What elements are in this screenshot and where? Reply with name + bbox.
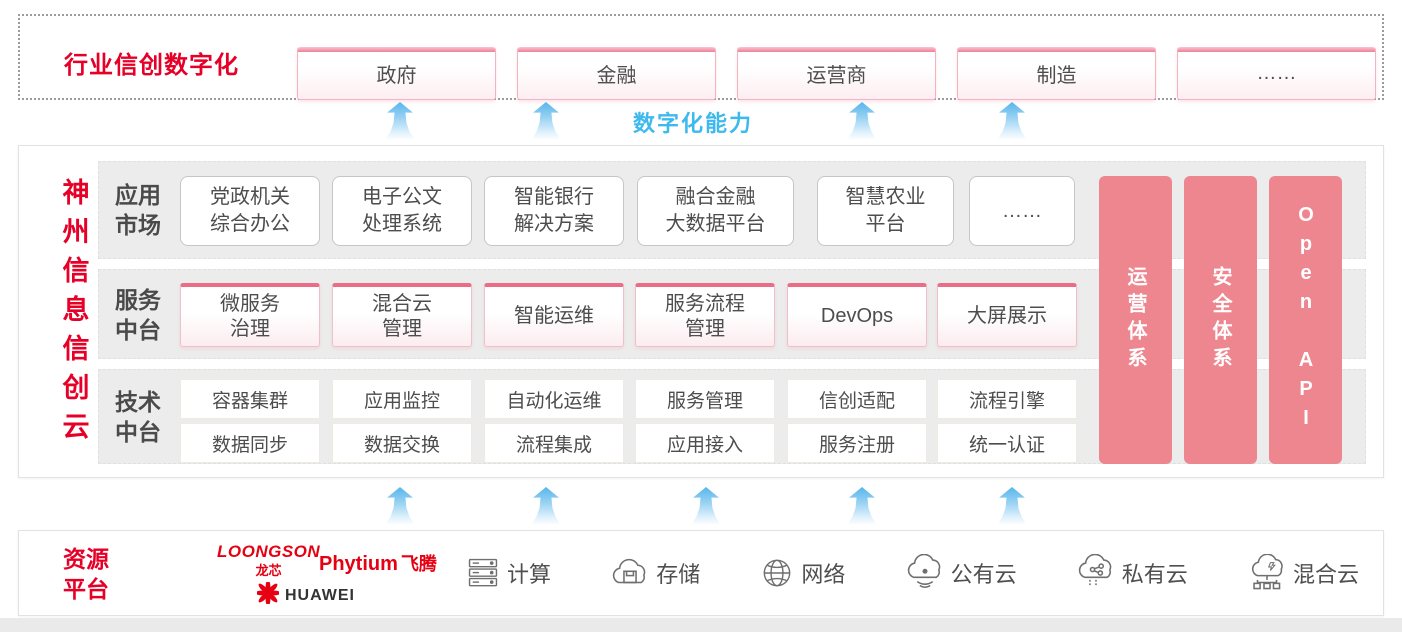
huawei-logo: HUAWEI xyxy=(255,580,355,609)
resource-item-network: 网络 xyxy=(758,554,845,592)
service-box: 微服务 治理 xyxy=(180,283,320,347)
row-service-platform-boxes: 微服务 治理 混合云 管理 智能运维 服务流程 管理 DevOps 大屏展示 xyxy=(180,283,1077,347)
app-box: 智能银行 解决方案 xyxy=(484,176,624,246)
service-box: DevOps xyxy=(787,283,927,347)
huawei-flower-icon xyxy=(255,580,281,609)
xinchuang-cloud-panel: 神州信息信创云 应用 市场 党政机关 综合办公 电子公文 处理系统 智能银行 解… xyxy=(18,145,1384,478)
tech-box: 数据同步 xyxy=(180,423,320,463)
up-arrow-icon xyxy=(691,487,721,525)
up-arrow-icon xyxy=(997,102,1027,140)
industry-label: 制造 xyxy=(1036,64,1077,87)
industry-box-government: 政府 xyxy=(297,47,496,100)
tech-box: 流程引擎 xyxy=(937,379,1077,419)
tech-box: 信创适配 xyxy=(787,379,927,419)
industry-banner-title: 行业信创数字化 xyxy=(64,52,239,79)
industry-label: 金融 xyxy=(596,64,637,87)
row-app-market-label: 应用 市场 xyxy=(115,182,161,238)
sidebar-security-system: 安全体系 xyxy=(1184,176,1257,464)
storage-icon xyxy=(609,554,651,592)
tech-box: 容器集群 xyxy=(180,379,320,419)
loongson-logo-cn: 龙芯 xyxy=(255,563,282,578)
industry-label: 政府 xyxy=(376,64,417,87)
industry-box-more: …… xyxy=(1177,47,1376,100)
tech-box: 服务管理 xyxy=(635,379,775,419)
bottom-strip xyxy=(0,618,1402,632)
network-icon xyxy=(758,554,796,592)
resource-item-storage: 存储 xyxy=(609,554,700,592)
industry-label: 运营商 xyxy=(806,64,867,87)
resource-item-private-cloud: 私有云 xyxy=(1075,554,1188,592)
sidebar-operation-system: 运营体系 xyxy=(1099,176,1172,464)
up-arrow-icon xyxy=(531,487,561,525)
service-box: 智能运维 xyxy=(484,283,624,347)
up-arrow-icon xyxy=(847,102,877,140)
resource-item-public-cloud: 公有云 xyxy=(904,554,1017,592)
resource-platform-label: 资源 平台 xyxy=(63,546,109,602)
private-cloud-icon xyxy=(1075,554,1117,592)
up-arrow-icon xyxy=(385,102,415,140)
hybrid-cloud-icon xyxy=(1246,554,1288,592)
resource-item-label: 混合云 xyxy=(1292,562,1359,587)
resource-platform-panel: 资源 平台 LOONGSON 龙芯 Phytium 飞腾 xyxy=(18,530,1384,616)
tech-box: 流程集成 xyxy=(484,423,624,463)
industry-box-operator: 运营商 xyxy=(737,47,936,100)
industry-banner: 行业信创数字化 政府 金融 运营商 制造 …… xyxy=(18,14,1384,100)
app-box: 智慧农业 平台 xyxy=(817,176,954,246)
resource-item-label: 计算 xyxy=(507,562,552,587)
up-arrow-icon xyxy=(847,487,877,525)
row-service-platform: 服务 中台 微服务 治理 混合云 管理 智能运维 服务流程 管理 DevOps … xyxy=(98,269,1366,359)
loongson-logo-text: LOONGSON xyxy=(217,542,321,561)
tech-box: 数据交换 xyxy=(332,423,472,463)
up-arrow-icon xyxy=(997,487,1027,525)
service-box: 大屏展示 xyxy=(937,283,1077,347)
resource-items: 计算 存储 xyxy=(464,531,1359,615)
row-tech-platform: 技术 中台 容器集群 应用监控 自动化运维 服务管理 信创适配 流程引擎 数据同… xyxy=(98,369,1366,464)
phytium-logo: Phytium 飞腾 xyxy=(319,550,437,576)
tech-box: 应用接入 xyxy=(635,423,775,463)
industry-box-finance: 金融 xyxy=(517,47,716,100)
sidebar-open-api: Open API xyxy=(1269,176,1342,464)
huawei-logo-text: HUAWEI xyxy=(285,586,355,604)
digital-capability-label: 数字化能力 xyxy=(633,111,754,136)
app-box: 党政机关 综合办公 xyxy=(180,176,320,246)
up-arrow-icon xyxy=(531,102,561,140)
public-cloud-icon xyxy=(904,554,946,592)
up-arrow-icon xyxy=(385,487,415,525)
row-tech-platform-label: 技术 中台 xyxy=(115,389,161,445)
resource-item-compute: 计算 xyxy=(464,554,551,592)
resource-item-label: 网络 xyxy=(801,562,846,587)
row-service-platform-label: 服务 中台 xyxy=(115,287,161,343)
phytium-logo-cn: 飞腾 xyxy=(400,554,437,574)
loongson-logo: LOONGSON 龙芯 xyxy=(217,542,320,579)
industry-label: …… xyxy=(1256,61,1297,84)
industry-box-manufacturing: 制造 xyxy=(957,47,1156,100)
tech-box: 自动化运维 xyxy=(484,379,624,419)
tech-box: 应用监控 xyxy=(332,379,472,419)
row-tech-platform-boxes-top: 容器集群 应用监控 自动化运维 服务管理 信创适配 流程引擎 xyxy=(180,379,1077,419)
resource-item-label: 私有云 xyxy=(1121,562,1188,587)
compute-icon xyxy=(464,554,502,592)
tech-box: 服务注册 xyxy=(787,423,927,463)
app-box: 融合金融 大数据平台 xyxy=(637,176,794,246)
row-tech-platform-boxes-bottom: 数据同步 数据交换 流程集成 应用接入 服务注册 统一认证 xyxy=(180,423,1077,463)
industry-box-row: 政府 金融 运营商 制造 …… xyxy=(297,47,1376,100)
resource-item-label: 存储 xyxy=(656,562,701,587)
app-box-more: …… xyxy=(969,176,1075,246)
resource-item-hybrid-cloud: 混合云 xyxy=(1246,554,1359,592)
row-app-market: 应用 市场 党政机关 综合办公 电子公文 处理系统 智能银行 解决方案 融合金融… xyxy=(98,161,1366,259)
cloud-vertical-title: 神州信息信创云 xyxy=(62,178,90,442)
row-app-market-boxes: 党政机关 综合办公 电子公文 处理系统 智能银行 解决方案 融合金融 大数据平台… xyxy=(180,176,1075,246)
tech-box: 统一认证 xyxy=(937,423,1077,463)
app-box: 电子公文 处理系统 xyxy=(332,176,472,246)
service-box: 服务流程 管理 xyxy=(635,283,775,347)
service-box: 混合云 管理 xyxy=(332,283,472,347)
phytium-logo-text: Phytium xyxy=(319,553,398,575)
resource-item-label: 公有云 xyxy=(950,562,1017,587)
